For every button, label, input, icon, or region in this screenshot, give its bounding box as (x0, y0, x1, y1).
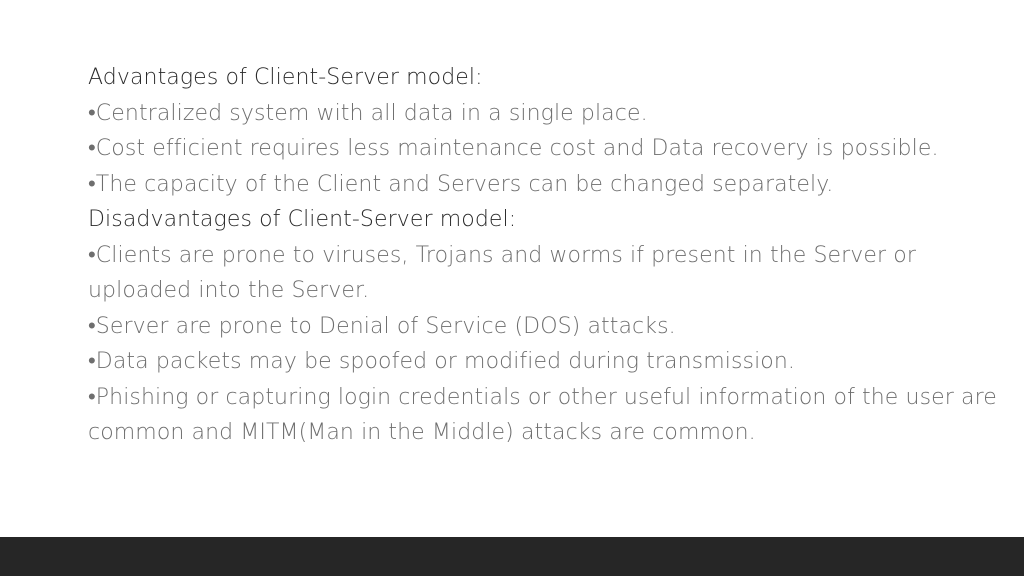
disadvantage-item: •Server are prone to Denial of Service (… (88, 313, 676, 339)
disadvantage-item: •Data packets may be spoofed or modified… (88, 349, 795, 374)
advantage-item: •The capacity of the Client and Servers … (88, 171, 834, 197)
footer-bar (0, 537, 1024, 576)
disadvantage-item: •Phishing or capturing login credentials… (88, 384, 997, 446)
advantage-item: •Centralized system with all data in a s… (88, 100, 648, 126)
disadvantage-item: •Clients are prone to viruses, Trojans a… (88, 242, 916, 304)
advantage-item: •Cost efficient requires less maintenanc… (88, 136, 939, 161)
advantages-heading: Advantages of Client-Server model: (88, 65, 483, 90)
slide-content: Advantages of Client-Server model: •Cent… (88, 60, 1004, 451)
disadvantages-heading: Disadvantages of Client-Server model: (88, 207, 517, 232)
